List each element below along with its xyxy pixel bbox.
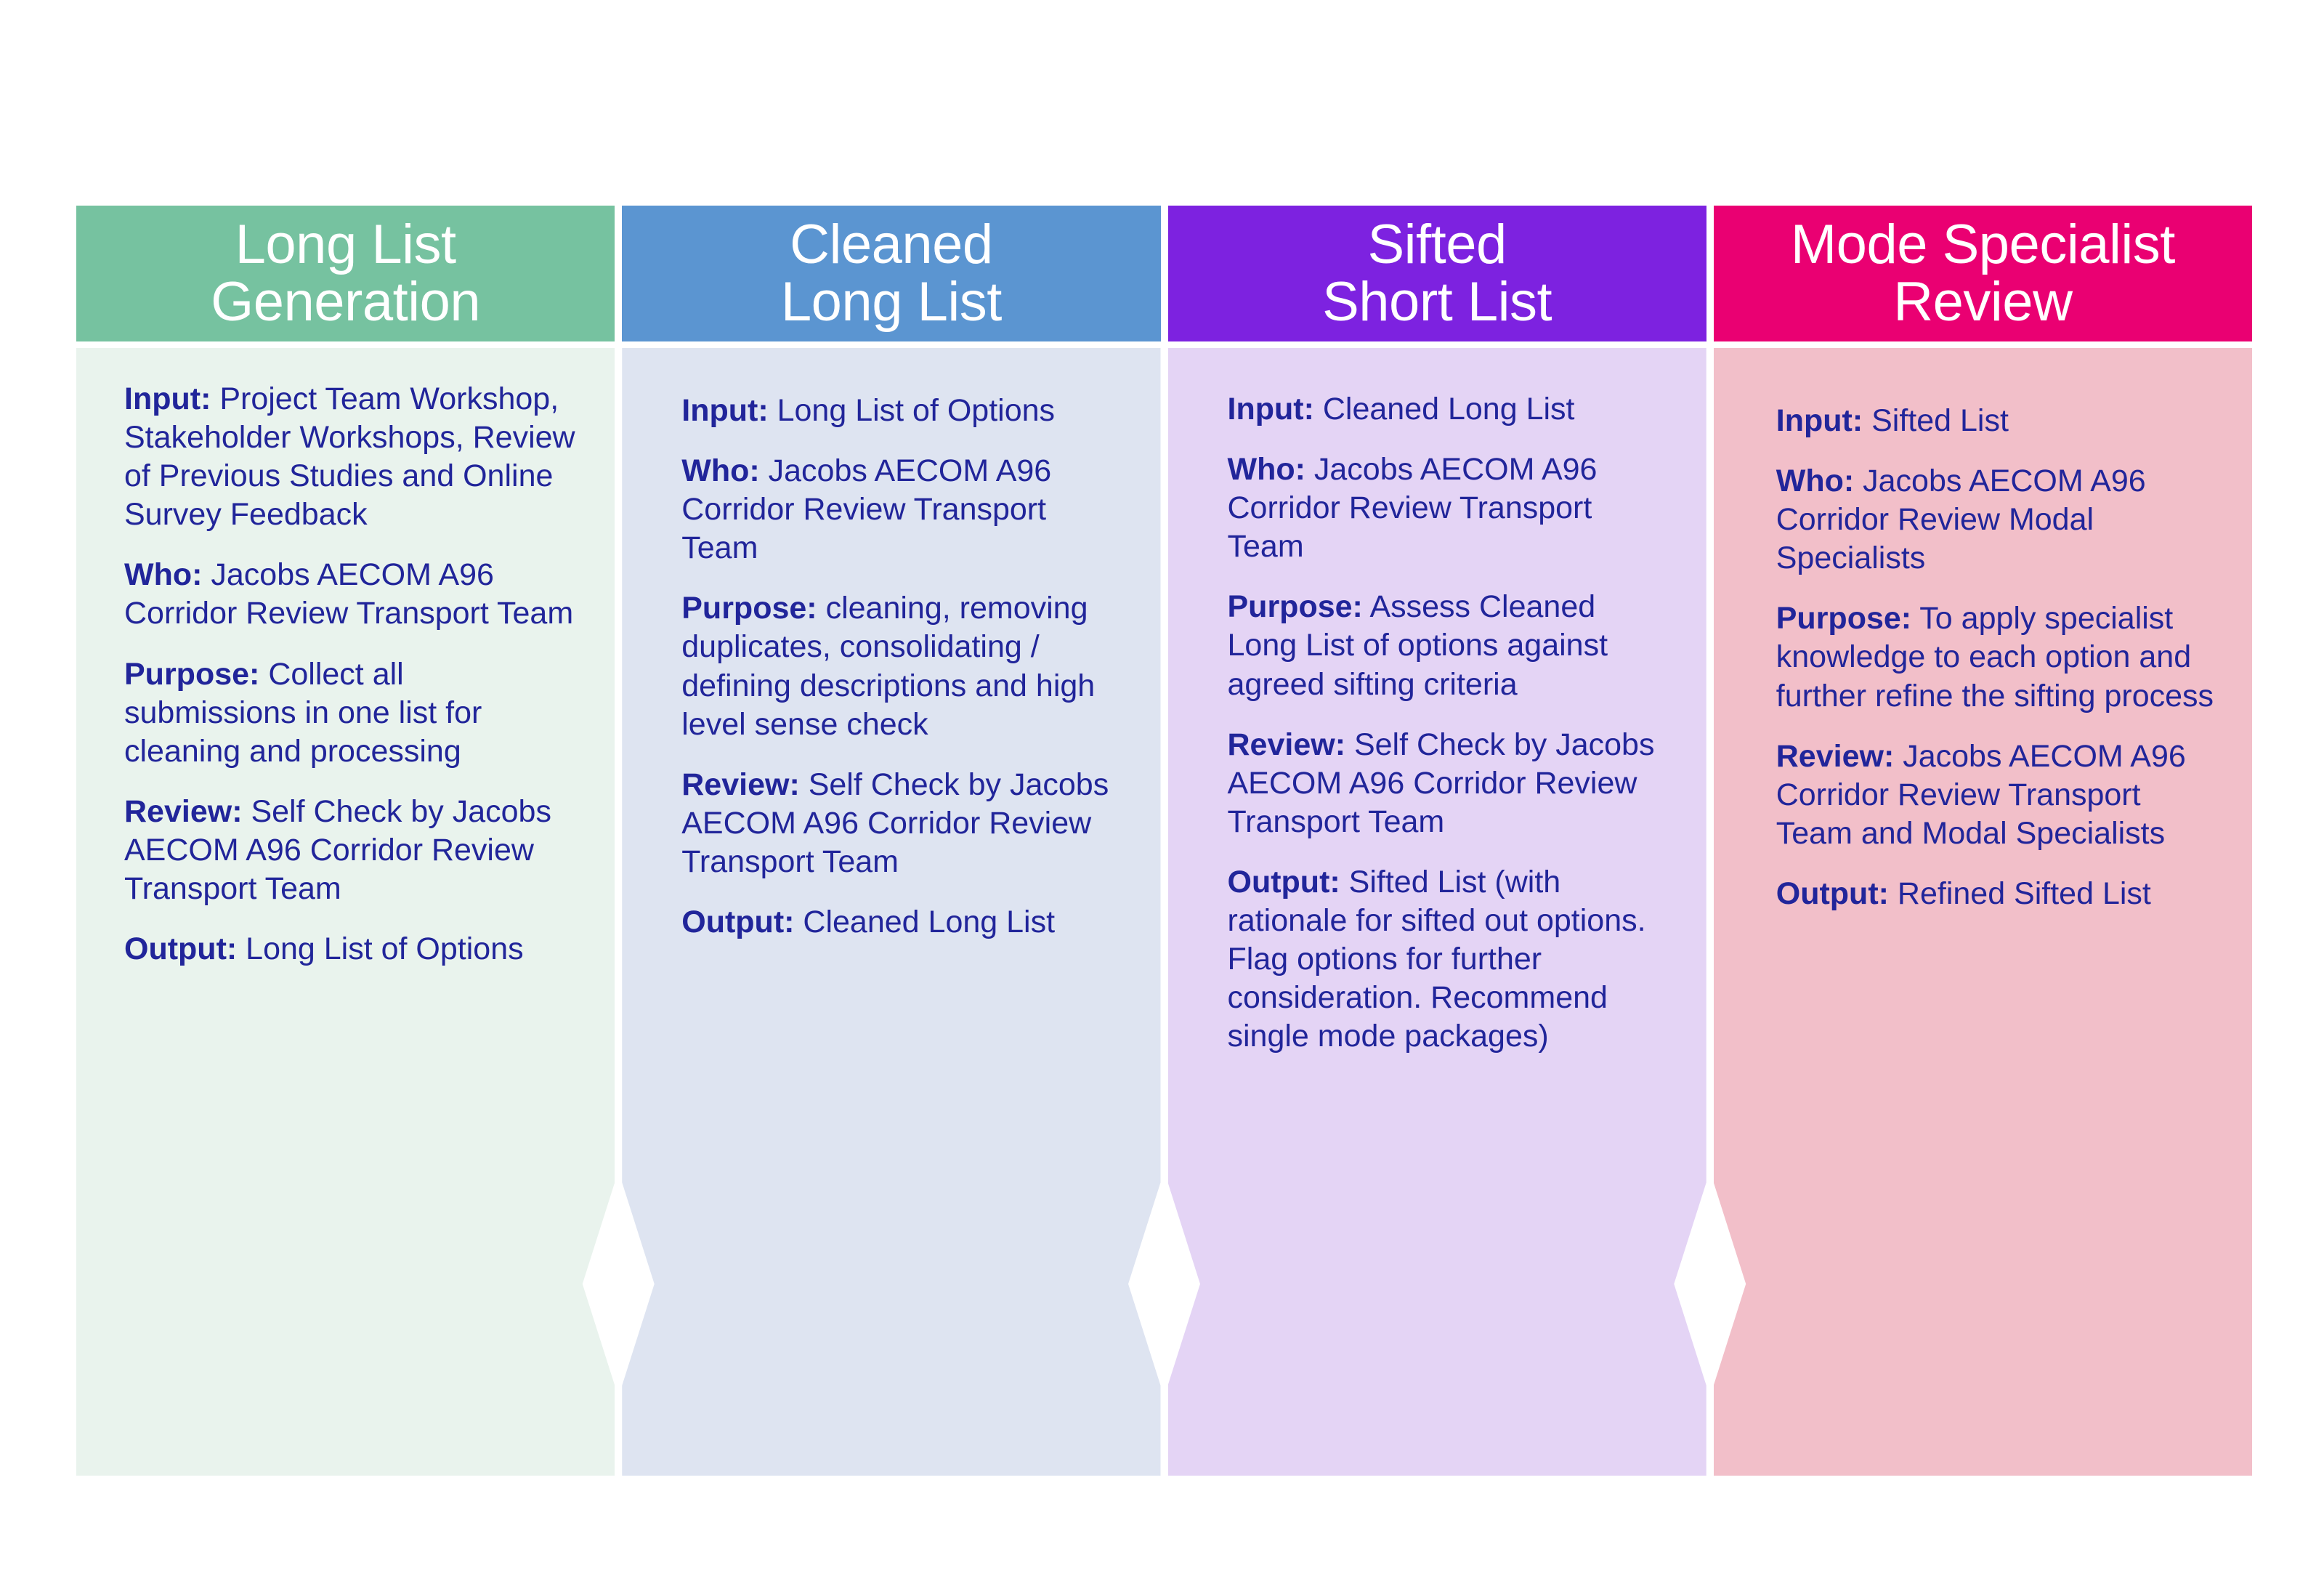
stage-field: Purpose: cleaning, removing duplicates, … [681, 589, 1128, 743]
field-value: Self Check by Jacobs AECOM A96 Corridor … [681, 767, 1109, 879]
stage-header-4: Mode Specialist Review [1713, 206, 2252, 341]
field-value: Jacobs AECOM A96 Corridor Review Transpo… [1776, 738, 2186, 851]
field-value: Cleaned Long List [1313, 392, 1575, 426]
field-label: Purpose: [1227, 589, 1363, 625]
field-label: Output: [1227, 864, 1340, 899]
field-label: Who: [1227, 452, 1305, 488]
field-label: Review: [1776, 738, 1895, 774]
field-label: Review: [681, 767, 800, 802]
stage-field: Purpose: Assess Cleaned Long List of opt… [1228, 588, 1672, 703]
field-label: Output: [681, 905, 795, 940]
field-value: Cleaned Long List [794, 905, 1056, 940]
field-label: Input: [681, 393, 769, 428]
stage-field: Input: Cleaned Long List [1228, 390, 1672, 429]
field-value: Sifted List (with rationale for sifted o… [1227, 864, 1646, 1054]
field-label: Review: [1227, 727, 1346, 762]
field-value: Long List of Options [237, 931, 524, 967]
stage-field: Purpose: Collect all submissions in one … [124, 655, 580, 771]
field-value: Jacobs AECOM A96 Corridor Review Transpo… [681, 453, 1052, 566]
stage-header-1: Long List Generation [76, 206, 615, 341]
field-value: Jacobs AECOM A96 Corridor Review Transpo… [1227, 452, 1598, 565]
field-label: Who: [124, 557, 203, 593]
stage-field: Who: Jacobs AECOM A96 Corridor Review Tr… [1228, 450, 1672, 566]
stage-field: Who: Jacobs AECOM A96 Corridor Review Tr… [124, 556, 580, 633]
field-value: Long List of Options [768, 393, 1056, 428]
field-label: Who: [1776, 464, 1855, 499]
field-value: Collect all submissions in one list for … [124, 656, 482, 769]
field-value: Jacobs AECOM A96 Corridor Review Transpo… [124, 557, 574, 631]
stage-field: Input: Sifted List [1776, 402, 2217, 440]
stage-field: Output: Sifted List (with rationale for … [1228, 863, 1672, 1056]
stage-field: Purpose: To apply specialist knowledge t… [1776, 599, 2217, 715]
field-label: Output: [1776, 876, 1889, 911]
field-label: Input: [124, 381, 211, 416]
field-label: Review: [124, 793, 243, 829]
stage-field: Who: Jacobs AECOM A96 Corridor Review Mo… [1776, 462, 2217, 578]
field-value: Sifted List [1863, 403, 2009, 438]
stage-field: Input: Long List of Options [681, 392, 1128, 430]
field-value: Self Check by Jacobs AECOM A96 Corridor … [124, 793, 551, 907]
stage-field: Input: Project Team Workshop, Stakeholde… [124, 380, 580, 534]
field-label: Purpose: [681, 591, 817, 626]
field-value: To apply specialist knowledge to each op… [1776, 601, 2214, 713]
field-label: Input: [1227, 392, 1314, 426]
field-value: Refined Sifted List [1888, 876, 2151, 911]
field-value: Project Team Workshop, Stakeholder Works… [124, 381, 575, 533]
stage-field: Output: Cleaned Long List [681, 903, 1128, 942]
field-value: cleaning, removing duplicates, consolida… [681, 591, 1096, 742]
stage-field: Who: Jacobs AECOM A96 Corridor Review Tr… [681, 452, 1128, 567]
field-label: Purpose: [1776, 601, 1912, 636]
stage-field: Review: Self Check by Jacobs AECOM A96 C… [1228, 726, 1672, 841]
field-label: Input: [1776, 403, 1863, 438]
field-label: Purpose: [124, 656, 260, 692]
stage-field: Output: Refined Sifted List [1776, 875, 2217, 913]
field-label: Output: [124, 931, 238, 967]
field-value: Assess Cleaned Long List of options agai… [1227, 589, 1608, 702]
stage-field: Review: Jacobs AECOM A96 Corridor Review… [1776, 737, 2217, 853]
stage-field: Output: Long List of Options [124, 930, 580, 969]
field-value: Jacobs AECOM A96 Corridor Review Modal S… [1776, 464, 2146, 576]
stage-header-2: Cleaned Long List [622, 206, 1161, 341]
field-label: Who: [681, 453, 760, 489]
stage-field: Review: Self Check by Jacobs AECOM A96 C… [124, 793, 580, 908]
stage-field: Review: Self Check by Jacobs AECOM A96 C… [681, 766, 1128, 881]
field-value: Self Check by Jacobs AECOM A96 Corridor … [1227, 727, 1655, 839]
stage-body-1: Input: Project Team Workshop, Stakeholde… [76, 348, 615, 1476]
stage-header-3: Sifted Short List [1167, 206, 1706, 341]
